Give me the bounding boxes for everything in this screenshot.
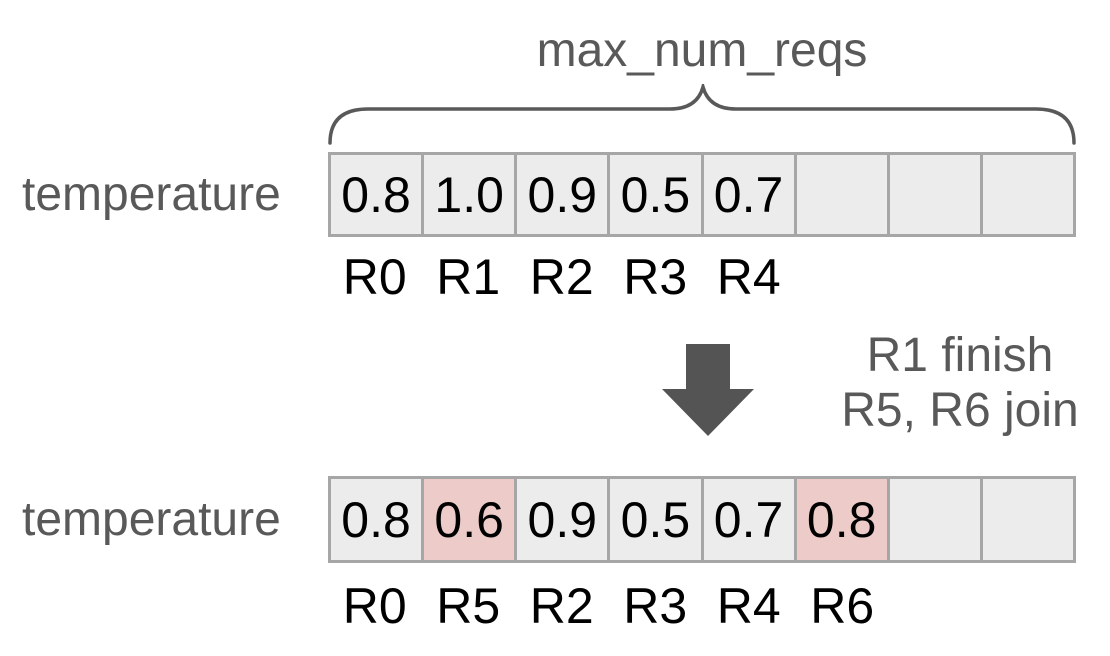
request-label: R4 bbox=[716, 249, 781, 305]
array-cell: 0.9 bbox=[517, 479, 611, 560]
transition-caption: R1 finish R5, R6 join bbox=[800, 328, 1110, 438]
temperature-array-before: 0.8 1.0 0.9 0.5 0.7 bbox=[328, 152, 1076, 237]
request-label bbox=[983, 252, 1077, 302]
transition-line-1: R1 finish bbox=[866, 329, 1054, 382]
cell-value: 0.9 bbox=[527, 491, 598, 548]
array-cell bbox=[982, 155, 1073, 234]
request-labels-after: R0 R5 R2 R3 R4 R6 bbox=[328, 581, 1076, 631]
temperature-label-after: temperature bbox=[22, 493, 281, 546]
cell-value: 0.8 bbox=[341, 491, 411, 548]
cell-value: 0.8 bbox=[806, 491, 877, 548]
transition-line-2: R5, R6 join bbox=[841, 384, 1079, 437]
array-cell: 0.5 bbox=[610, 479, 704, 560]
array-cell: 0.5 bbox=[610, 155, 704, 234]
cell-value: 0.5 bbox=[620, 491, 691, 548]
cell-value: 0.9 bbox=[527, 166, 598, 223]
cell-value: 0.7 bbox=[713, 166, 784, 223]
request-label: R3 bbox=[623, 578, 688, 634]
temperature-label-before: temperature bbox=[22, 168, 281, 221]
array-cell: 1.0 bbox=[424, 155, 518, 234]
request-label: R5 bbox=[436, 578, 501, 634]
array-cell: 0.9 bbox=[517, 155, 611, 234]
cell-value: 0.6 bbox=[434, 491, 504, 548]
array-cell bbox=[889, 479, 983, 560]
array-cell: 0.7 bbox=[703, 479, 797, 560]
curly-brace-icon bbox=[328, 84, 1076, 145]
request-label: R2 bbox=[529, 578, 594, 634]
request-label: R1 bbox=[436, 249, 501, 305]
request-label: R0 bbox=[342, 578, 407, 634]
array-cell bbox=[889, 155, 983, 234]
temperature-array-after: 0.8 0.6 0.9 0.5 0.7 0.8 bbox=[328, 476, 1076, 563]
array-cell: 0.6 bbox=[424, 479, 518, 560]
request-label: R3 bbox=[623, 249, 688, 305]
down-arrow-icon bbox=[662, 344, 754, 436]
array-cell: 0.8 bbox=[331, 479, 425, 560]
array-cell: 0.8 bbox=[331, 155, 425, 234]
request-label: R6 bbox=[810, 578, 875, 634]
request-labels-before: R0 R1 R2 R3 R4 bbox=[328, 252, 1076, 302]
cell-value: 0.5 bbox=[620, 166, 691, 223]
request-label bbox=[796, 252, 890, 302]
request-label: R2 bbox=[529, 249, 594, 305]
request-label bbox=[983, 581, 1077, 631]
request-label bbox=[889, 252, 983, 302]
cell-value: 0.8 bbox=[341, 166, 411, 223]
array-cell: 0.7 bbox=[703, 155, 797, 234]
max-num-reqs-label: max_num_reqs bbox=[536, 24, 868, 77]
array-cell bbox=[982, 479, 1073, 560]
cell-value: 0.7 bbox=[713, 491, 784, 548]
request-label: R4 bbox=[716, 578, 781, 634]
request-label: R0 bbox=[342, 249, 407, 305]
request-label bbox=[889, 581, 983, 631]
cell-value: 1.0 bbox=[434, 166, 504, 223]
array-cell bbox=[796, 155, 890, 234]
array-cell: 0.8 bbox=[796, 479, 890, 560]
